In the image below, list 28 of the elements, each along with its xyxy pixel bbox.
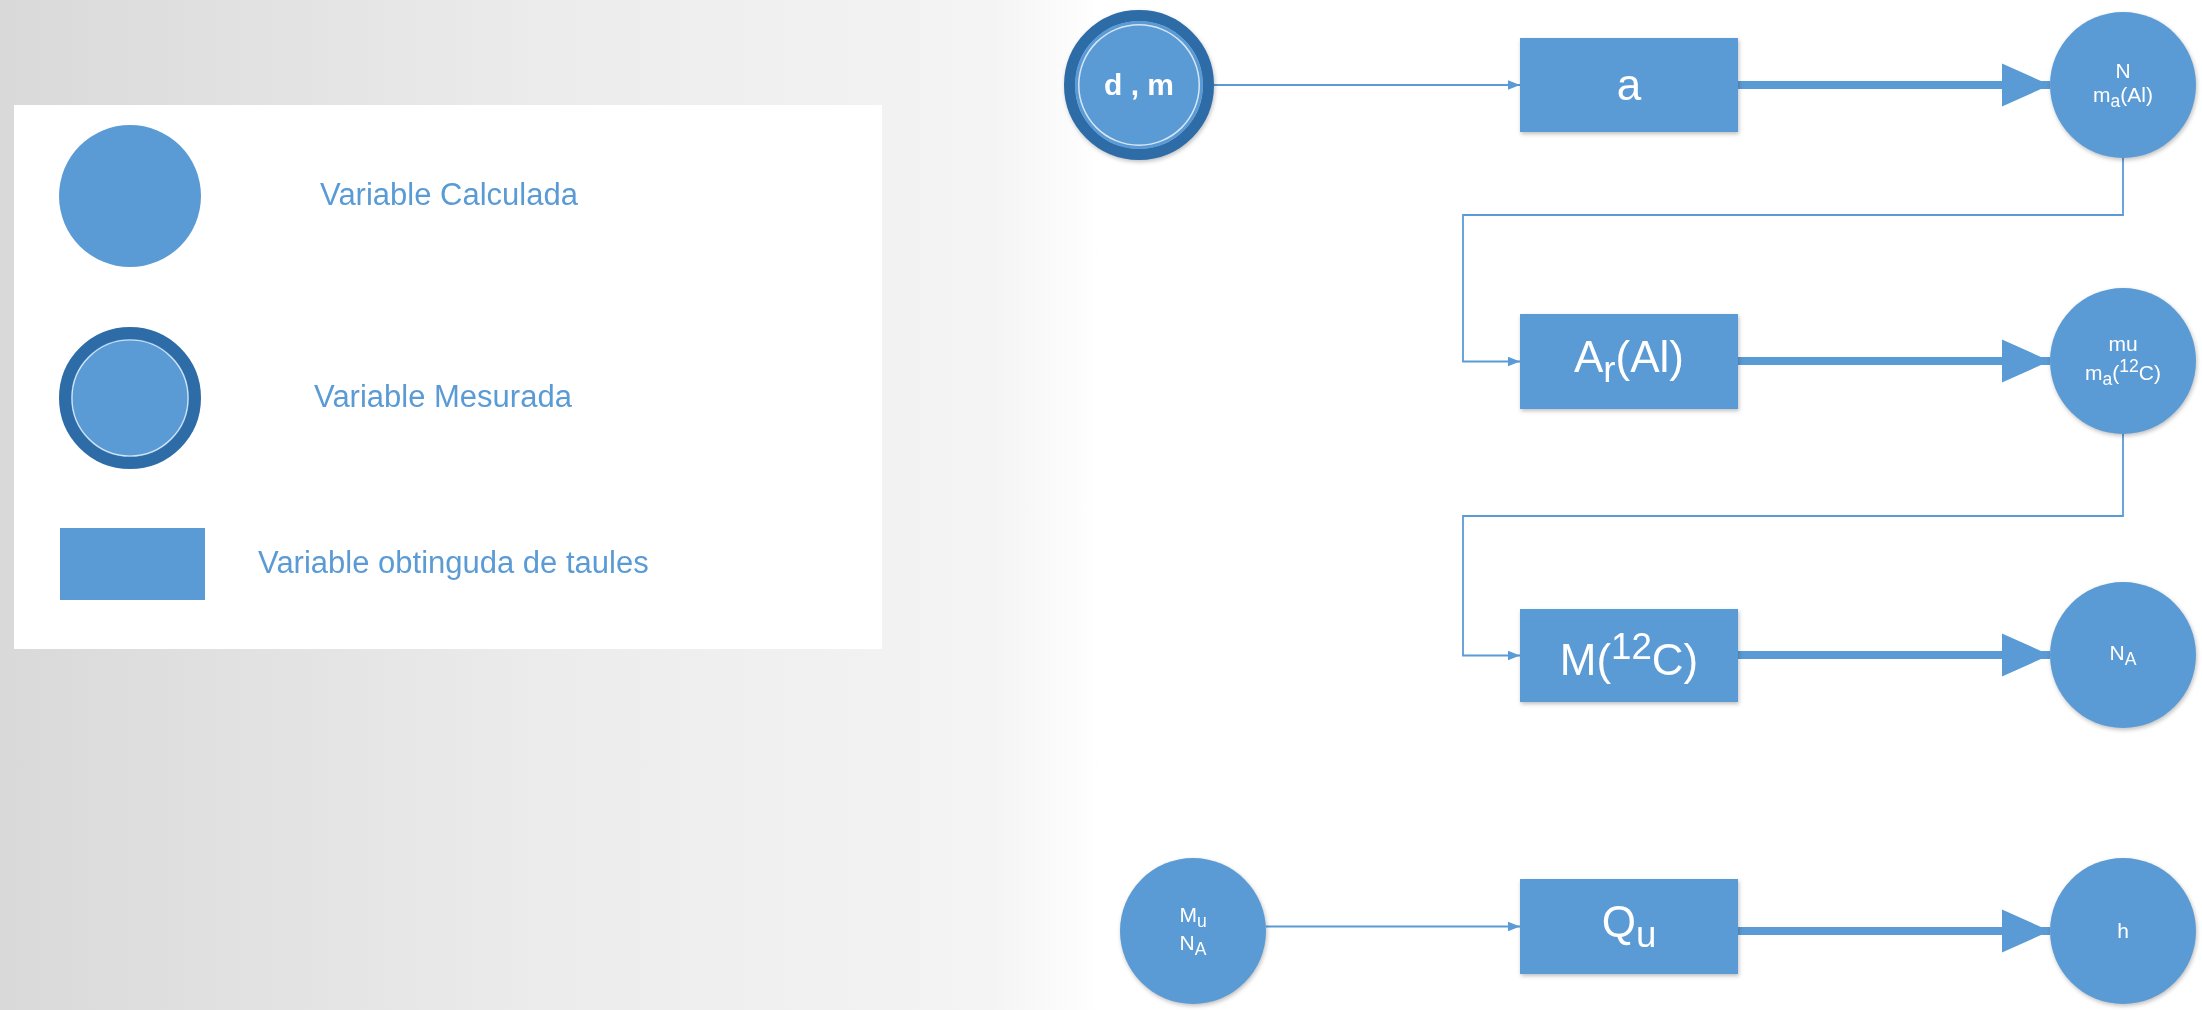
variable-label: m$_{a}$(Al) bbox=[2093, 82, 2153, 112]
triple-line-arrow bbox=[1738, 63, 2050, 107]
arrow bbox=[1213, 80, 1521, 90]
variable-label: N bbox=[2115, 58, 2131, 83]
table-variable-box bbox=[1520, 314, 1738, 409]
table-variable-box bbox=[1520, 879, 1738, 974]
variable-label: mu bbox=[2108, 332, 2138, 357]
variable-label: N$_{A}$ bbox=[2109, 640, 2137, 670]
triple-line-arrow bbox=[1738, 633, 2050, 677]
variable-label: Q$_{u}$ bbox=[1601, 897, 1657, 956]
legend-label: Variable obtinguda de taules bbox=[258, 545, 649, 581]
table-variable-box bbox=[1520, 609, 1738, 702]
variable-label: a bbox=[1616, 59, 1642, 111]
variable-label: N$_{A}$ bbox=[1179, 931, 1207, 960]
triple-line-arrow bbox=[1738, 909, 2050, 953]
variable-label: A$_{r}$(Al) bbox=[1574, 332, 1684, 391]
variable-label: M($^{12}$C) bbox=[1559, 625, 1699, 686]
arrow bbox=[1265, 921, 1521, 932]
arrow bbox=[1462, 433, 2124, 661]
arrow bbox=[1462, 157, 2124, 367]
variable-label: d , m bbox=[1104, 67, 1174, 103]
variable-label: m$_{a}$($^{12}$C) bbox=[2085, 356, 2161, 390]
triple-line-arrow bbox=[1738, 339, 2050, 383]
legend-label: Variable Calculada bbox=[320, 177, 578, 213]
legend-label: Variable Mesurada bbox=[314, 379, 572, 415]
variable-label: h bbox=[2117, 918, 2129, 944]
table-variable-box bbox=[1520, 38, 1738, 132]
variable-label: M$_{u}$ bbox=[1179, 902, 1207, 931]
